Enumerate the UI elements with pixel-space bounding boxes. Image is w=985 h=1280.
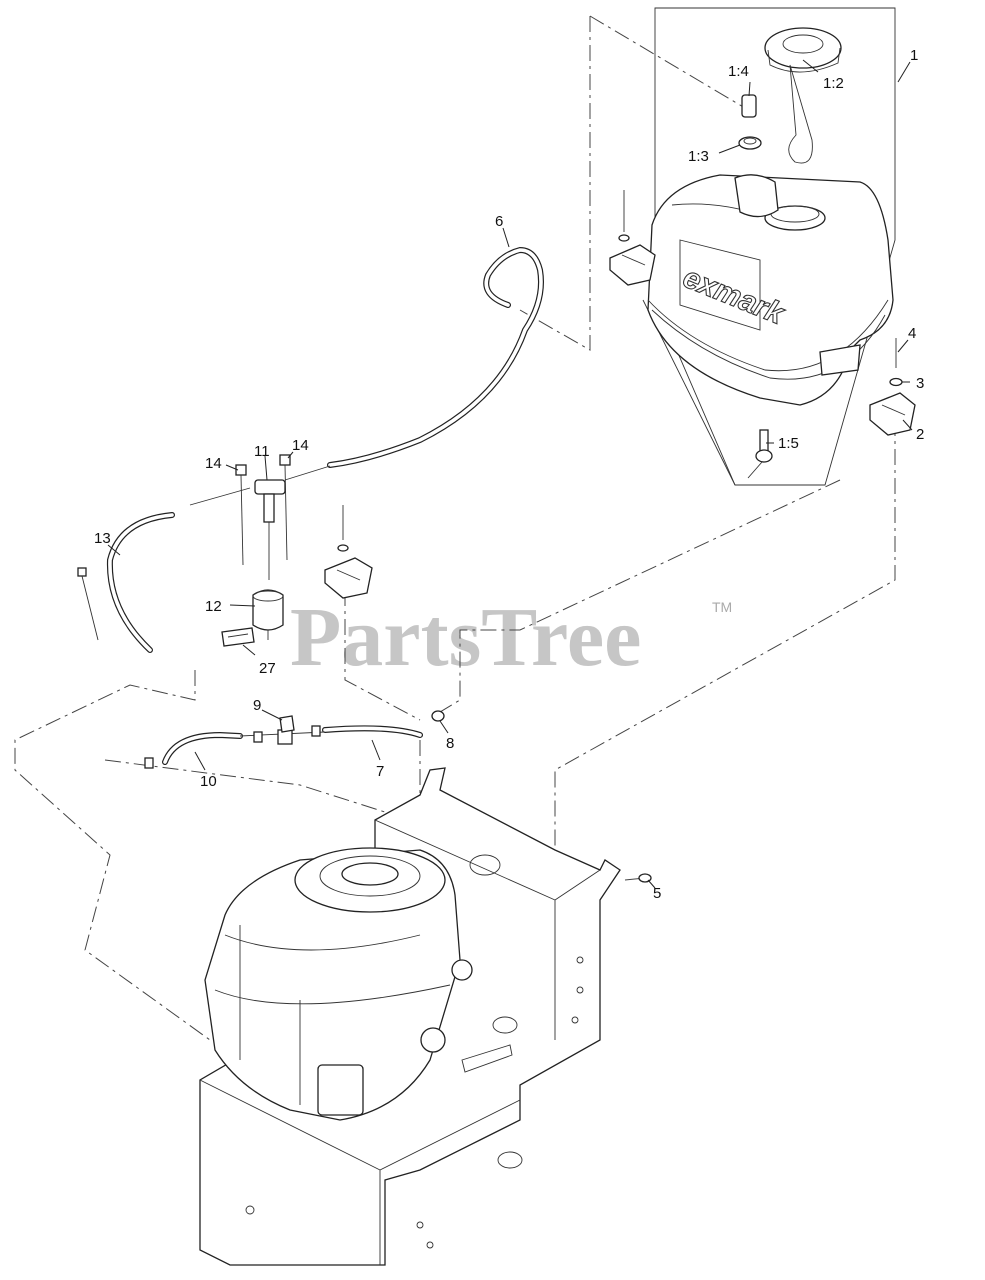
callouts: 1 1:2 1:3 1:4 1:5 2 3 4 5 6 7 8 9 10 11 …	[94, 47, 924, 902]
bracket-left	[609, 190, 656, 286]
callout-3: 3	[916, 375, 924, 392]
watermark: PartsTree TM	[290, 591, 732, 684]
callout-11: 11	[254, 443, 270, 460]
callout-27: 27	[259, 660, 276, 677]
callout-6: 6	[495, 213, 503, 230]
callout-4: 4	[908, 325, 916, 342]
fuel-hoses	[106, 246, 544, 765]
cable-tie-far	[77, 567, 99, 641]
warning-label-icon	[221, 627, 255, 647]
tee-and-filter	[77, 454, 291, 647]
callout-1-2: 1:2	[823, 75, 844, 92]
leader-lines	[107, 59, 913, 889]
cable-tie-left	[235, 464, 247, 566]
fuel-cap-icon	[764, 27, 842, 164]
fuel-filter-icon	[252, 589, 284, 640]
callout-5: 5	[653, 885, 661, 902]
callout-13: 13	[94, 530, 111, 547]
watermark-text: PartsTree	[290, 591, 641, 684]
bracket-center	[324, 505, 373, 599]
shutoff-valve-icon	[277, 715, 295, 745]
callout-1: 1	[910, 47, 918, 64]
fuel-fitting-icon	[747, 429, 773, 479]
callout-2: 2	[916, 426, 924, 443]
callout-14-right: 14	[292, 437, 309, 454]
bracket-right	[869, 338, 916, 436]
callout-14-left: 14	[205, 455, 222, 472]
engine-icon	[204, 847, 513, 1121]
callout-1-4: 1:4	[728, 63, 749, 80]
callout-12: 12	[205, 598, 222, 615]
callout-9: 9	[253, 697, 261, 714]
tank-brackets	[324, 190, 916, 599]
watermark-tm: TM	[712, 599, 732, 615]
shutoff-valve-and-clamps	[144, 710, 652, 883]
callout-7: 7	[376, 763, 384, 780]
callout-10: 10	[200, 773, 217, 790]
callout-8: 8	[446, 735, 454, 752]
fuel-tank-assembly: exmark	[642, 7, 896, 486]
tee-fitting-icon	[254, 479, 286, 580]
cable-tie-right	[279, 454, 291, 561]
vent-valve-icon	[738, 94, 762, 150]
fuel-tank-icon: exmark	[647, 174, 894, 406]
callout-1-3: 1:3	[688, 148, 709, 165]
callout-1-5: 1:5	[778, 435, 799, 452]
